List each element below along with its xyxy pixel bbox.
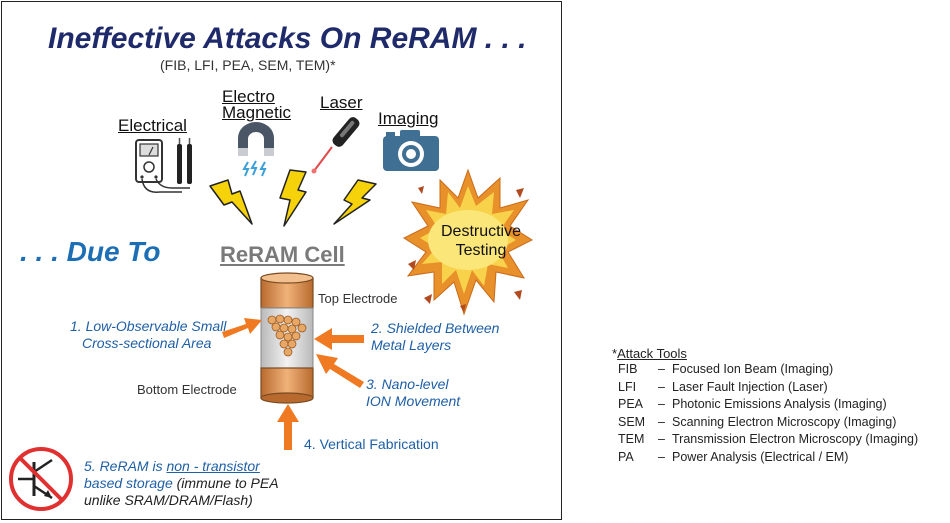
legend-separator: – — [658, 379, 665, 394]
legend-separator: – — [658, 449, 665, 464]
legend-description: Laser Fault Injection (Laser) — [672, 379, 828, 394]
legend-row: PEA–Photonic Emissions Analysis (Imaging… — [612, 396, 918, 414]
camera-icon — [383, 130, 439, 171]
arrow-reason-3 — [316, 354, 364, 388]
reason-5: 5. ReRAM is non - transistor based stora… — [84, 458, 279, 508]
legend-description: Scanning Electron Microscopy (Imaging) — [672, 414, 897, 429]
legend-separator: – — [658, 362, 665, 376]
legend-description: Power Analysis (Electrical / EM) — [672, 449, 849, 464]
explosion-burst — [402, 168, 534, 316]
arrow-reason-4 — [277, 404, 299, 450]
legend-abbr: LFI — [618, 379, 637, 394]
arrow-reason-1 — [222, 318, 262, 338]
lightning-bolt-icon — [333, 179, 377, 225]
arrow-reason-2 — [314, 328, 364, 350]
legend-row: PA –Power Analysis (Electrical / EM) — [612, 449, 918, 467]
legend-separator: – — [658, 432, 665, 446]
reram-cell-title: ReRAM Cell — [220, 242, 345, 267]
attack-tools-legend: *Attack Tools FIB–Focused Ion Beam (Imag… — [612, 346, 918, 466]
legend-title: *Attack Tools — [612, 346, 687, 361]
multimeter-icon — [135, 138, 192, 193]
legend-abbr: PEA — [618, 397, 644, 411]
category-magnetic: Magnetic — [222, 103, 291, 122]
magnet-icon — [238, 122, 274, 177]
reason-3: 3. Nano-level ION Movement — [366, 376, 461, 409]
lightning-bolt-icon — [209, 179, 253, 225]
reram-cell-cylinder — [260, 272, 314, 404]
legend-separator: – — [658, 414, 665, 429]
category-imaging: Imaging — [378, 109, 439, 128]
legend-description: Focused Ion Beam (Imaging) — [672, 362, 834, 376]
diagram-subtitle: (FIB, LFI, PEA, SEM, TEM)* — [160, 57, 336, 73]
no-transistor-icon — [9, 447, 73, 511]
diagram-title: Ineffective Attacks On ReRAM . . . — [48, 22, 527, 55]
legend-description: Photonic Emissions Analysis (Imaging) — [672, 397, 887, 411]
laser-pointer-icon — [311, 117, 360, 174]
legend-description: Transmission Electron Microscopy (Imagin… — [672, 432, 919, 446]
legend-separator: – — [658, 397, 665, 411]
legend-abbr: FIB — [618, 362, 638, 376]
reason-4: 4. Vertical Fabrication — [304, 436, 439, 452]
reason-2: 2. Shielded Between Metal Layers — [371, 320, 500, 353]
bottom-electrode-label: Bottom Electrode — [137, 382, 237, 397]
legend-row: FIB –Focused Ion Beam (Imaging) — [612, 361, 918, 379]
legend-abbr: PA — [618, 449, 634, 464]
category-electrical: Electrical — [118, 116, 187, 135]
legend-row: SEM–Scanning Electron Microscopy (Imagin… — [612, 414, 918, 432]
category-electro: Electro — [222, 87, 275, 106]
legend-row: LFI –Laser Fault Injection (Laser) — [612, 379, 918, 397]
reason-1: 1. Low-Observable Small Cross-sectional … — [70, 318, 227, 351]
legend-row: TEM–Transmission Electron Microscopy (Im… — [612, 431, 918, 449]
lightning-bolt-icon — [279, 169, 307, 227]
legend-abbr: TEM — [618, 432, 645, 446]
legend-abbr: SEM — [618, 414, 646, 429]
top-electrode-label: Top Electrode — [318, 291, 398, 306]
due-to-label: . . . Due To — [20, 236, 161, 267]
category-laser: Laser — [320, 93, 363, 112]
destructive-testing-label: Destructive Testing — [440, 223, 522, 259]
